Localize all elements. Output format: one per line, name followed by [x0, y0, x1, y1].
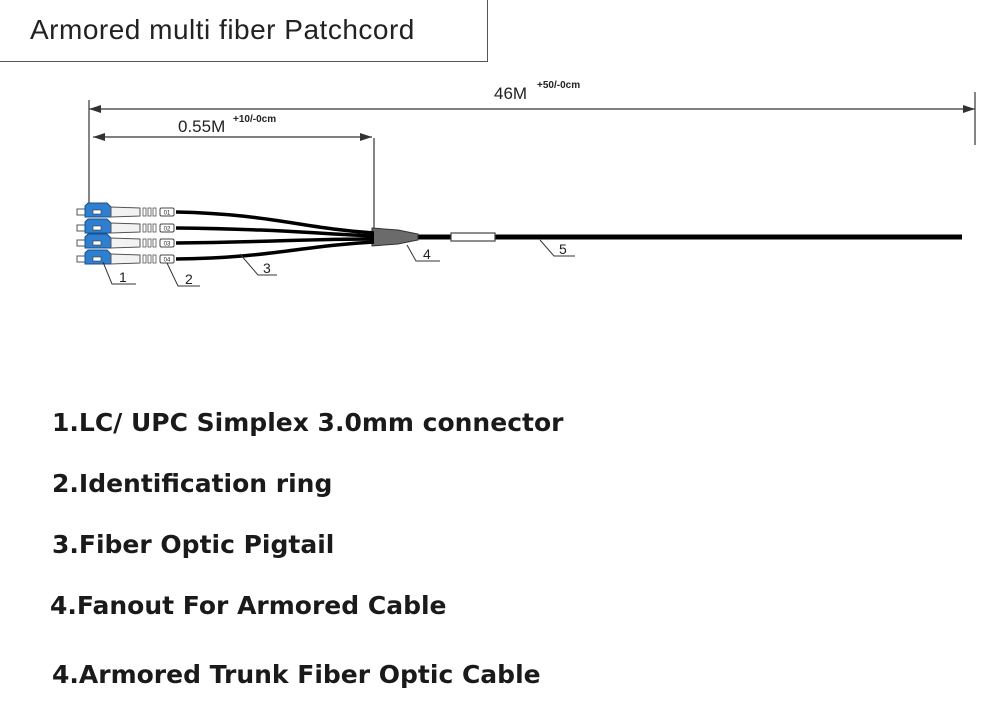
identification-ring	[159, 207, 175, 217]
total-length-tolerance: +50/-0cm	[537, 80, 580, 91]
boot-rib	[142, 238, 147, 248]
housing-label	[92, 225, 102, 231]
boot-rib	[152, 207, 157, 217]
boot-rib	[142, 207, 147, 217]
legend-item-3: 3.Fiber Optic Pigtail	[52, 530, 335, 559]
connector-boot	[110, 237, 141, 249]
arrowhead-right-icon	[963, 105, 975, 113]
title-box: Armored multi fiber Patchcord	[0, 0, 488, 62]
lc-connector-1: 01	[76, 202, 175, 218]
legend-item-2: 2.Identification ring	[52, 469, 333, 498]
arrowhead-right-icon	[360, 133, 372, 141]
breakout-length-label: 0.55M	[178, 117, 225, 136]
ferrule-tip	[76, 255, 86, 263]
lc-connector-2: 02	[76, 218, 175, 234]
lc-connector-3: 03	[76, 233, 175, 249]
boot-rib	[147, 207, 152, 217]
callout-3: 3	[263, 260, 271, 276]
ferrule-tip	[76, 208, 86, 216]
housing-label	[92, 256, 102, 262]
callout-4: 4	[423, 246, 431, 262]
connector-boot	[110, 206, 141, 218]
arrowhead-left-icon	[93, 133, 105, 141]
boot-rib	[142, 223, 147, 233]
connector-boot	[110, 253, 141, 265]
total-length-dimension: 46M +50/-0cm	[88, 80, 976, 205]
arrowhead-left-icon	[89, 105, 101, 113]
callout-2: 2	[185, 271, 193, 287]
fanout-body	[371, 227, 419, 247]
boot-rib	[147, 254, 152, 264]
pigtail-3	[175, 237, 375, 245]
breakout-length-dimension: 0.55M +10/-0cm	[93, 114, 375, 234]
lc-connectors: 01 02 03 04	[76, 202, 175, 265]
pigtail-4	[175, 240, 375, 261]
boot-rib	[152, 238, 157, 248]
boot-rib	[152, 254, 157, 264]
diagram-title: Armored multi fiber Patchcord	[30, 14, 415, 45]
legend-item-5: 4.Armored Trunk Fiber Optic Cable	[52, 660, 541, 689]
ferrule-tip	[76, 239, 86, 247]
housing-label	[92, 209, 102, 215]
boot-rib	[147, 238, 152, 248]
total-length-label: 46M	[494, 84, 527, 103]
identification-ring-label: 04	[164, 258, 171, 264]
callout-5: 5	[559, 241, 567, 257]
fiber-pigtails	[175, 210, 375, 261]
legend-item-1: 1.LC/ UPC Simplex 3.0mm connector	[52, 408, 564, 437]
identification-ring-label: 03	[164, 242, 171, 248]
legend-item-4: 4.Fanout For Armored Cable	[50, 591, 447, 620]
ferrule-tip	[76, 224, 86, 232]
connector-boot	[110, 222, 141, 234]
identification-ring	[159, 238, 175, 248]
boot-rib	[147, 223, 152, 233]
housing-label	[92, 240, 102, 246]
cable-marker-sleeve	[450, 232, 496, 242]
identification-ring-label: 02	[164, 227, 171, 233]
lc-connector-4: 04	[76, 249, 175, 265]
patchcord-diagram: 46M +50/-0cm 0.55M +10/-0cm 01 02 03 04 1 2…	[76, 80, 976, 287]
breakout-length-tolerance: +10/-0cm	[233, 114, 276, 125]
pigtail-1	[175, 210, 375, 235]
identification-ring	[159, 223, 175, 233]
boot-rib	[142, 254, 147, 264]
callouts	[102, 239, 575, 287]
boot-rib	[152, 223, 157, 233]
pigtail-2	[175, 226, 375, 238]
callout-1: 1	[119, 269, 127, 285]
armored-trunk-cable	[400, 232, 962, 242]
identification-ring-label: 01	[164, 211, 171, 217]
